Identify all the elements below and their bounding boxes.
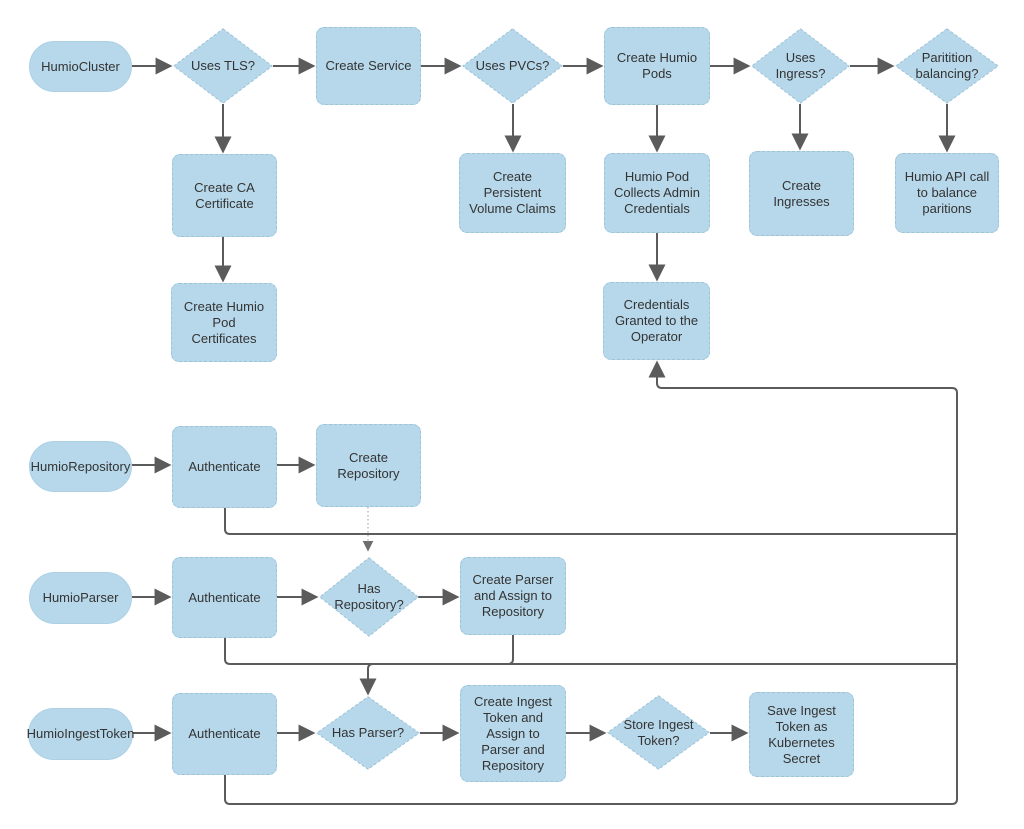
node-label: Humio API call to balance paritions — [904, 169, 990, 216]
node-label: Create Parser and Assign to Repository — [472, 572, 554, 619]
node-credentials-granted: Credentials Granted to the Operator — [603, 282, 710, 360]
diamond-shape — [319, 557, 419, 637]
node-label: Uses Ingress? — [775, 50, 826, 81]
node-humiocluster: HumioCluster — [29, 41, 132, 92]
node-label: Has Repository? — [334, 581, 404, 612]
node-label: Uses PVCs? — [475, 58, 550, 73]
diamond-shape — [895, 28, 999, 104]
node-label: Create Ingresses — [773, 177, 830, 209]
node-create-ca-certificate: Create CA Certificate — [172, 154, 277, 237]
connector-authenticate-repository-loop — [224, 508, 957, 535]
connector-authenticate-parser-loop — [224, 638, 957, 665]
node-label: Has Parser? — [331, 725, 405, 740]
node-label: Create Persistent Volume Claims — [469, 169, 556, 216]
node-uses-pvcs: Uses PVCs? — [462, 28, 563, 104]
node-label: Paritition balancing? — [915, 50, 979, 81]
node-label: Create Ingest Token and Assign to Parser… — [473, 693, 553, 773]
diamond-shape — [607, 695, 710, 770]
node-label: HumioParser — [42, 590, 119, 605]
node-create-parser: Create Parser and Assign to Repository — [460, 557, 566, 635]
node-has-parser: Has Parser? — [316, 696, 420, 770]
node-label: Humio Pod Collects Admin Credentials — [614, 169, 700, 216]
diamond-shape — [173, 28, 273, 104]
node-uses-tls: Uses TLS? — [173, 28, 273, 104]
diamond-shape — [316, 696, 420, 770]
node-label: Create Humio Pods — [616, 50, 698, 81]
diamond-shape — [462, 28, 563, 104]
node-authenticate-ingesttoken: Authenticate — [172, 693, 277, 775]
node-humiorepository: HumioRepository — [29, 441, 132, 492]
node-humio-api-call: Humio API call to balance paritions — [895, 153, 999, 233]
node-save-ingest-token: Save Ingest Token as Kubernetes Secret — [749, 692, 854, 777]
node-authenticate-repository: Authenticate — [172, 426, 277, 508]
node-create-persistent-volume-claims: Create Persistent Volume Claims — [459, 153, 566, 233]
node-label: Create Repository — [337, 449, 400, 481]
node-create-humio-pods: Create Humio Pods — [604, 27, 710, 105]
node-humioingesttoken: HumioIngestToken — [26, 708, 135, 760]
node-label: Authenticate — [188, 589, 261, 605]
node-partition-balancing: Paritition balancing? — [895, 28, 999, 104]
node-create-service: Create Service — [316, 27, 421, 105]
node-has-repository: Has Repository? — [319, 557, 419, 637]
node-label: HumioCluster — [41, 58, 120, 74]
node-create-repository: Create Repository — [316, 424, 421, 507]
node-humio-pod-collects-admin-credentials: Humio Pod Collects Admin Credentials — [604, 153, 710, 233]
node-label: Credentials Granted to the Operator — [614, 297, 699, 344]
node-label: Uses TLS? — [190, 58, 256, 73]
node-label: Create CA Certificate — [194, 179, 255, 211]
node-create-ingresses: Create Ingresses — [749, 151, 854, 236]
node-authenticate-parser: Authenticate — [172, 557, 277, 638]
node-label: Create Service — [325, 58, 412, 73]
node-store-ingest-token: Store Ingest Token? — [607, 695, 710, 770]
node-label: Save Ingest Token as Kubernetes Secret — [767, 702, 836, 766]
node-uses-ingress: Uses Ingress? — [751, 28, 850, 104]
node-create-humio-pod-certificates: Create Humio Pod Certificates — [171, 283, 277, 362]
node-label: HumioRepository — [30, 458, 131, 474]
node-label: Authenticate — [188, 459, 261, 474]
node-label: Store Ingest Token? — [623, 716, 694, 748]
connector-authenticate-loop-to-credentials-granted — [224, 360, 958, 805]
node-label: Create Humio Pod Certificates — [183, 298, 265, 346]
node-humioparser: HumioParser — [29, 572, 132, 624]
node-create-ingest-token: Create Ingest Token and Assign to Parser… — [460, 685, 566, 782]
node-label: Authenticate — [188, 726, 261, 741]
node-label: HumioIngestToken — [26, 726, 135, 741]
diamond-shape — [751, 28, 850, 104]
